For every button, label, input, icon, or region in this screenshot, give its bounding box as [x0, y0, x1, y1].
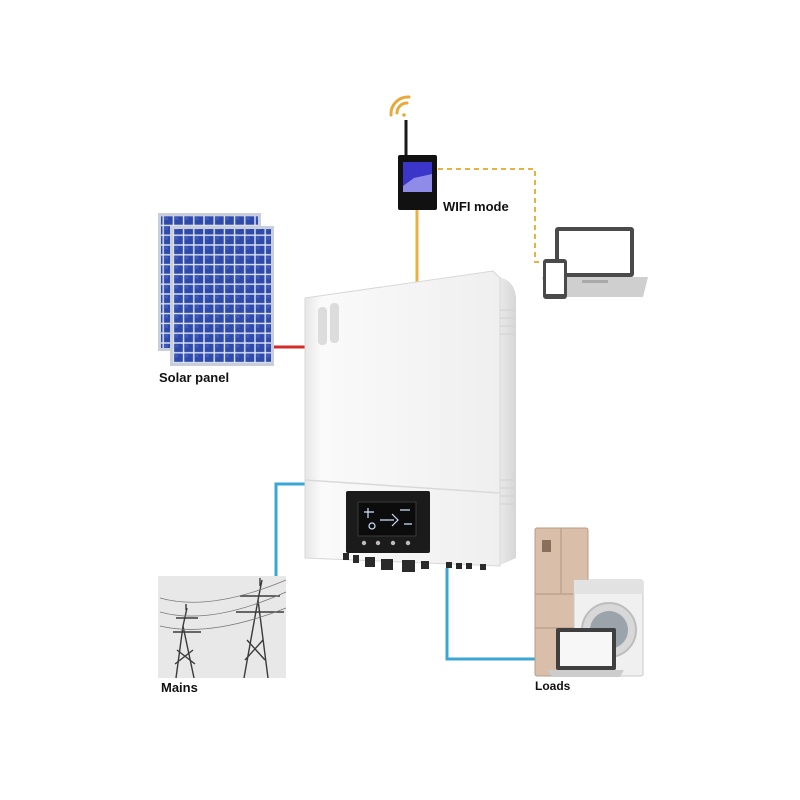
loads-image: [534, 527, 644, 677]
loads-link-line: [445, 568, 535, 661]
wifi-module: [389, 95, 437, 210]
smartphone-icon: [543, 259, 567, 299]
mains-image: [158, 576, 287, 679]
connection-lines: [274, 168, 548, 661]
mains-link-line: [274, 482, 314, 578]
wifi-mode-label: WIFI mode: [443, 199, 509, 214]
cable-glands: [343, 553, 486, 572]
pylon-icon: [173, 578, 284, 679]
solar-panel-image: [158, 213, 274, 366]
solar-panel-label: Solar panel: [159, 370, 230, 385]
loads-label: Loads: [535, 679, 571, 693]
laptop-icon: [542, 227, 648, 297]
mains-label: Mains: [161, 680, 198, 695]
inverter-lcd: [357, 501, 417, 537]
hybrid-inverter: [304, 270, 516, 572]
wifi-laptop-dashed-line: [438, 168, 548, 263]
wifi-signal-icon: [389, 95, 411, 117]
loads-laptop-icon: [548, 628, 624, 677]
